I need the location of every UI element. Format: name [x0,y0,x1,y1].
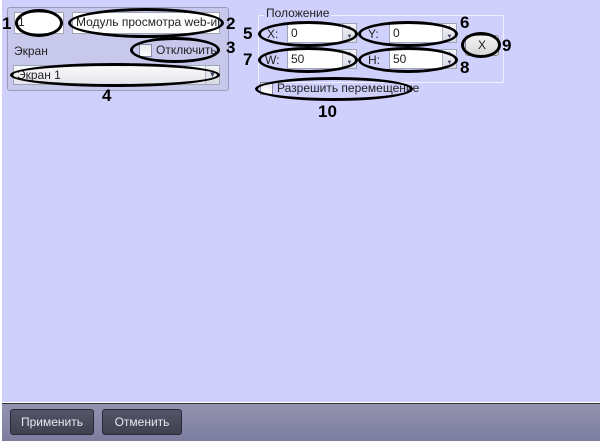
callout-number: 2 [226,14,236,33]
position-title: Положение [264,6,332,20]
callout-number: 3 [226,38,236,57]
callout-number: 8 [460,58,470,77]
callout-number: 1 [2,14,12,33]
apply-button[interactable]: Применить [10,409,94,435]
settings-panel: 1 Модуль просмотра web-инт Экран Отключи… [2,0,600,402]
cancel-button[interactable]: Отменить [102,409,182,435]
callout-number: 4 [102,86,112,105]
callout-ellipse [255,77,413,101]
callout-number: 5 [243,24,253,43]
callout-ellipse [68,8,224,38]
callout-ellipse [258,21,358,47]
callout-ellipse [358,47,458,73]
callout-number: 7 [243,50,253,69]
callout-ellipse [461,32,501,58]
callout-ellipse [130,37,220,63]
callout-ellipse [15,9,63,37]
screen-label: Экран [14,44,48,58]
callout-number: 6 [460,13,470,32]
callout-ellipse [10,63,220,87]
callout-number: 10 [318,102,337,121]
callout-number: 9 [502,36,512,55]
callout-ellipse [258,47,358,73]
callout-ellipse [358,21,458,47]
footer-bar: Применить Отменить [2,403,600,441]
